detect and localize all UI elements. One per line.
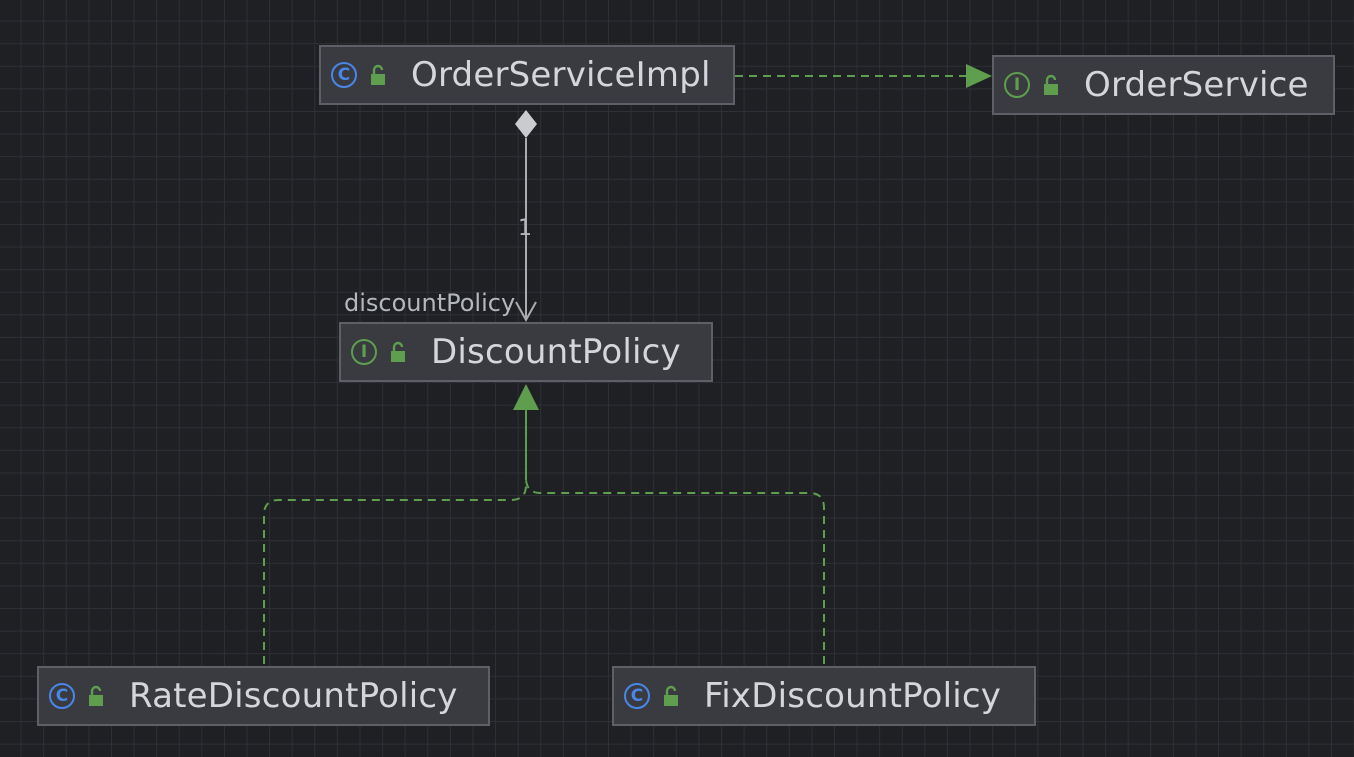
node-label: DiscountPolicy xyxy=(431,332,681,372)
composition-role-label: discountPolicy xyxy=(344,289,516,317)
node-label: RateDiscountPolicy xyxy=(129,676,458,716)
class-icon: C xyxy=(624,683,650,709)
realization-arrowhead-orderservice xyxy=(966,64,992,88)
node-fix-discount-policy[interactable]: C FixDiscountPolicy xyxy=(612,666,1036,726)
composition-multiplicity-label: 1 xyxy=(518,216,532,241)
node-rate-discount-policy[interactable]: C RateDiscountPolicy xyxy=(37,666,490,726)
composition-diamond xyxy=(515,110,537,138)
node-order-service[interactable]: I OrderService xyxy=(992,55,1335,115)
composition-arrowhead-discountpolicy xyxy=(515,301,537,323)
realization-arrowhead-discountpolicy xyxy=(513,384,539,410)
node-discount-policy[interactable]: I DiscountPolicy xyxy=(339,322,713,382)
realization-edge-ratediscountpolicy-discountpolicy[interactable] xyxy=(263,410,527,664)
interface-icon: I xyxy=(1004,72,1030,98)
node-label: FixDiscountPolicy xyxy=(704,676,1002,716)
node-label: OrderServiceImpl xyxy=(411,55,711,95)
open-lock-icon xyxy=(1044,74,1058,95)
class-icon: C xyxy=(49,683,75,709)
open-lock-icon xyxy=(371,64,385,85)
open-lock-icon xyxy=(89,685,103,706)
realization-edge-fixdiscountpolicy-discountpolicy[interactable] xyxy=(525,410,825,664)
open-lock-icon xyxy=(391,341,405,362)
node-label: OrderService xyxy=(1084,65,1309,105)
open-lock-icon xyxy=(664,685,678,706)
node-order-service-impl[interactable]: C OrderServiceImpl xyxy=(319,45,735,105)
class-icon: C xyxy=(331,62,357,88)
interface-icon: I xyxy=(351,339,377,365)
